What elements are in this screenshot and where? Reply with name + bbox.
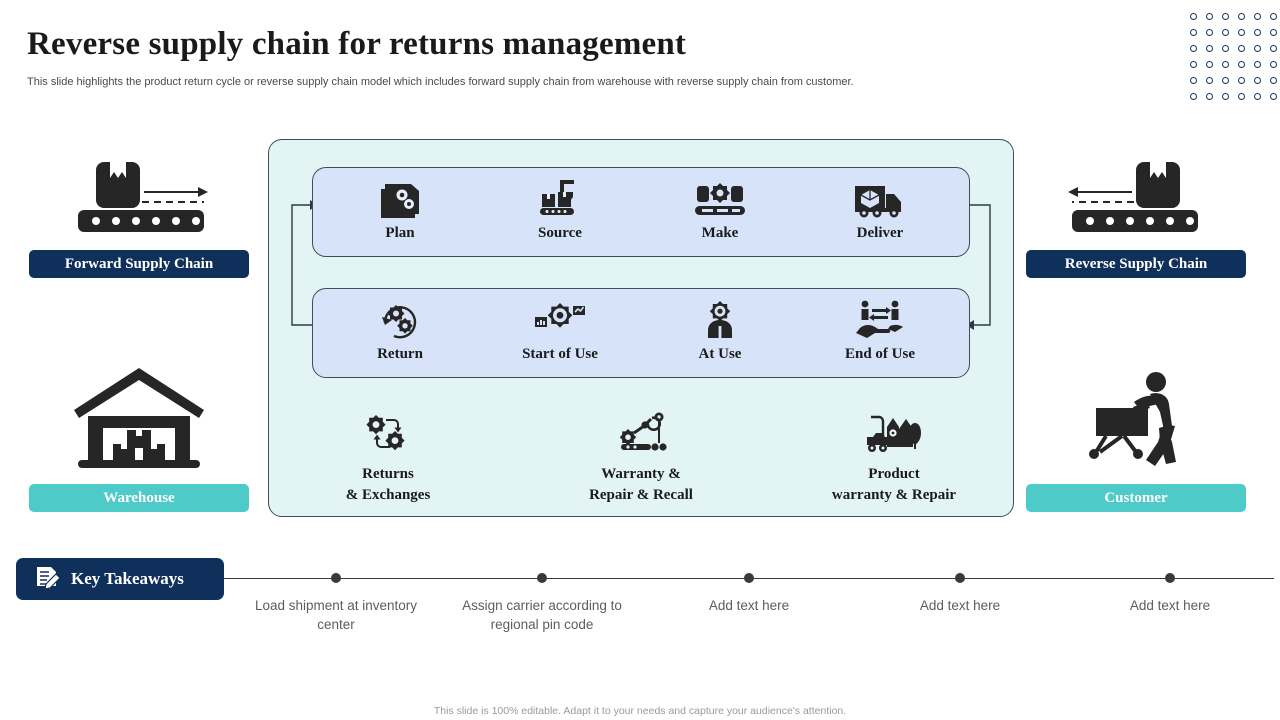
timeline-dot	[331, 573, 341, 583]
timeline-label: Assign carrier according to regional pin…	[462, 598, 622, 632]
dot-ring-icon	[1206, 45, 1213, 52]
timeline-label: Add text here	[919, 598, 1001, 613]
stage-end-of-use[interactable]: End of Use	[820, 293, 940, 363]
dot-ring-icon	[1222, 77, 1229, 84]
gear-chart-icon	[500, 293, 620, 341]
service-product-warranty-repair[interactable]: Product warranty & Repair	[794, 405, 994, 506]
stage-deliver[interactable]: Deliver	[820, 172, 940, 242]
dot-ring-icon	[1206, 77, 1213, 84]
stage-label: Deliver	[856, 225, 904, 241]
dot-ring-icon	[1206, 61, 1213, 68]
forward-supply-chain-badge[interactable]: Forward Supply Chain	[29, 250, 249, 278]
page-title: Reverse supply chain for returns managem…	[27, 26, 687, 62]
dot-ring-icon	[1254, 13, 1261, 20]
dot-ring-icon	[1238, 93, 1245, 100]
customer-badge[interactable]: Customer	[1026, 484, 1246, 512]
timeline-label: Load shipment at inventory center	[254, 598, 418, 632]
key-takeaways-label: Key Takeaways	[71, 569, 184, 588]
delivery-truck-icon	[820, 172, 940, 220]
dot-ring-icon	[1222, 61, 1229, 68]
decorative-dot-grid	[1186, 9, 1280, 105]
dot-ring-icon	[1270, 13, 1277, 20]
service-label: Warranty & Repair & Recall	[589, 466, 693, 503]
stage-at-use[interactable]: At Use	[660, 293, 780, 363]
stage-source[interactable]: Source	[500, 172, 620, 242]
service-label: Returns & Exchanges	[345, 466, 431, 503]
dot-ring-icon	[1254, 61, 1261, 68]
dot-ring-icon	[1222, 93, 1229, 100]
dot-ring-icon	[1238, 29, 1245, 36]
forward-conveyor-icon	[62, 158, 216, 244]
dot-ring-icon	[1190, 13, 1197, 20]
service-returns-exchanges[interactable]: Returns & Exchanges	[288, 405, 488, 506]
service-label: Product warranty & Repair	[831, 466, 957, 503]
handover-people-icon	[820, 293, 940, 341]
dot-ring-icon	[1254, 29, 1261, 36]
crane-boxes-icon	[500, 172, 620, 220]
stage-label: Return	[377, 346, 423, 362]
stage-return[interactable]: Return	[340, 293, 460, 363]
stage-plan[interactable]: Plan	[340, 172, 460, 242]
dot-ring-icon	[1238, 77, 1245, 84]
timeline-dot	[537, 573, 547, 583]
robot-arm-gear-icon	[541, 405, 741, 457]
footer-note: This slide is 100% editable. Adapt it to…	[433, 705, 847, 717]
vehicle-house-repair-icon	[794, 405, 994, 457]
dot-ring-icon	[1270, 77, 1277, 84]
dot-ring-icon	[1190, 77, 1197, 84]
dot-ring-icon	[1206, 13, 1213, 20]
dot-ring-icon	[1254, 93, 1261, 100]
production-line-icon	[660, 172, 780, 220]
dot-ring-icon	[1190, 61, 1197, 68]
stage-label: Source	[538, 225, 582, 241]
warehouse-badge[interactable]: Warehouse	[29, 484, 249, 512]
dot-ring-icon	[1254, 45, 1261, 52]
dot-ring-icon	[1270, 61, 1277, 68]
dot-ring-icon	[1190, 93, 1197, 100]
gears-cycle-icon	[340, 293, 460, 341]
stage-label: Make	[701, 225, 739, 241]
gears-exchange-icon	[288, 405, 488, 457]
dot-ring-icon	[1254, 77, 1261, 84]
customer-shopping-cart-icon	[1072, 370, 1204, 470]
stage-label: At Use	[698, 346, 742, 362]
reverse-supply-chain-badge[interactable]: Reverse Supply Chain	[1026, 250, 1246, 278]
timeline-dot	[955, 573, 965, 583]
person-gear-head-icon	[660, 293, 780, 341]
stage-label: End of Use	[844, 346, 915, 362]
stage-label: Plan	[385, 225, 415, 241]
page-subtitle: This slide highlights the product return…	[27, 76, 854, 88]
service-warranty-repair-recall[interactable]: Warranty & Repair & Recall	[541, 405, 741, 506]
documents-gears-icon	[340, 172, 460, 220]
dot-ring-icon	[1206, 29, 1213, 36]
reverse-conveyor-icon	[1060, 158, 1214, 244]
dot-ring-icon	[1190, 45, 1197, 52]
dot-ring-icon	[1270, 93, 1277, 100]
timeline-dot	[744, 573, 754, 583]
dot-ring-icon	[1222, 29, 1229, 36]
stage-start-of-use[interactable]: Start of Use	[500, 293, 620, 363]
dot-ring-icon	[1238, 61, 1245, 68]
document-pencil-icon	[34, 565, 62, 593]
warehouse-icon	[70, 366, 208, 470]
timeline-label: Add text here	[1129, 598, 1211, 613]
dot-ring-icon	[1222, 13, 1229, 20]
timeline-label: Add text here	[708, 598, 790, 613]
dot-ring-icon	[1190, 29, 1197, 36]
dot-ring-icon	[1238, 13, 1245, 20]
right-connector-arrow	[966, 204, 991, 330]
dot-ring-icon	[1270, 45, 1277, 52]
stage-make[interactable]: Make	[660, 172, 780, 242]
dot-ring-icon	[1206, 93, 1213, 100]
timeline-dot	[1165, 573, 1175, 583]
dot-ring-icon	[1238, 45, 1245, 52]
dot-ring-icon	[1270, 29, 1277, 36]
dot-ring-icon	[1222, 45, 1229, 52]
key-takeaways-badge[interactable]: Key Takeaways	[16, 558, 224, 600]
stage-label: Start of Use	[522, 346, 598, 362]
